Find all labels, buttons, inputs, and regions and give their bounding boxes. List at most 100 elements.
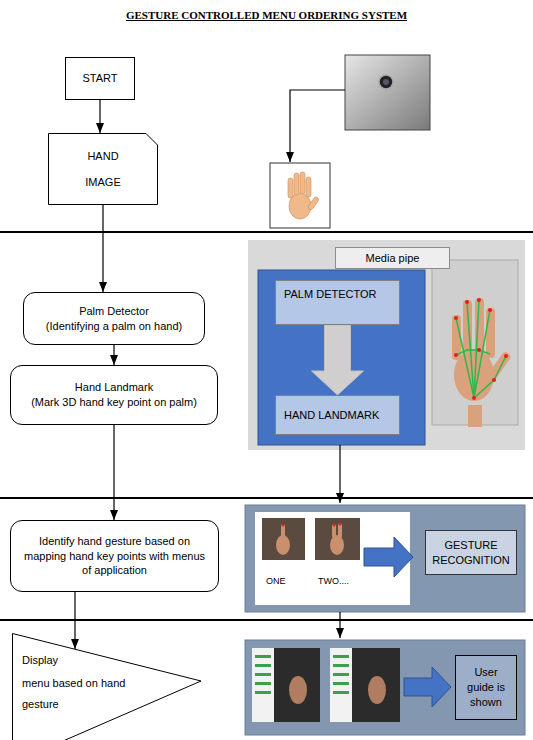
gesture-panel (245, 505, 525, 612)
process-box: Identify hand gesture based on mapping h… (10, 520, 219, 592)
landmark-dot (454, 316, 458, 320)
flow-block-arrow (404, 667, 451, 707)
screenshot-menu-items (255, 655, 271, 694)
node-label: GESTURE RECOGNITION (430, 538, 512, 568)
display-panel (245, 640, 525, 735)
landmark-dot (333, 524, 336, 527)
menu-item (255, 655, 271, 658)
flow-arrow (113, 345, 114, 365)
webcam-photo (345, 55, 430, 130)
node-label: START (82, 71, 117, 86)
hand-picture-frame (270, 163, 330, 228)
menu-item (255, 682, 271, 685)
menu-item (333, 655, 349, 658)
section-divider (0, 231, 533, 233)
display-triangle: Display menu based on hand gesture (12, 633, 202, 740)
landmark-photo (432, 260, 518, 425)
mediapipe-blue-box (258, 270, 425, 445)
node-label: User guide is shown (460, 665, 512, 710)
screenshot-menu (330, 648, 352, 722)
mediapipe-panel (248, 240, 525, 450)
image-caption: TWO.... (318, 576, 349, 586)
hand-finger (306, 177, 311, 197)
menu-item (255, 691, 271, 694)
camera-arrow (290, 90, 345, 162)
screenshot (330, 648, 400, 722)
flow-arrow (74, 592, 75, 649)
section-divider (0, 497, 533, 499)
screenshot-person (368, 676, 386, 704)
landmark-dot (472, 396, 476, 400)
process-box: Palm Detector(Identifying a palm on hand… (23, 292, 205, 345)
flow-arrow (113, 425, 114, 520)
landmark-dot (339, 523, 342, 526)
flow-arrow (102, 205, 103, 292)
landmark-dot (477, 298, 481, 302)
output-box: User guide is shown (455, 655, 517, 720)
menu-item (333, 664, 349, 667)
landmark-dot (282, 524, 285, 527)
hand-thumb (485, 351, 512, 384)
landmark-dot (454, 353, 458, 357)
hand-finger (486, 308, 495, 358)
screenshot (252, 648, 320, 722)
hand-finger (300, 172, 305, 194)
recognition-box: GESTURE RECOGNITION (425, 530, 517, 575)
step-description: (Identifying a palm on hand) (46, 319, 182, 334)
mediapipe-step-box: PALM DETECTOR (275, 280, 400, 325)
gesture-finger (338, 523, 342, 538)
gesture-finger (281, 524, 285, 538)
mediapipe-step-box: HAND LANDMARK (275, 395, 400, 435)
menu-item (255, 673, 271, 676)
gesture-finger (332, 524, 336, 538)
landmark-line (474, 356, 506, 398)
mediapipe-label-box: Media pipe (335, 247, 450, 269)
node-description: menu based on hand gesture (22, 673, 132, 715)
menu-item (333, 691, 349, 694)
start-box: START (65, 57, 135, 100)
section-divider (0, 619, 533, 621)
card-shape (49, 134, 158, 205)
triangle-shape (13, 634, 202, 740)
landmark-dot (477, 348, 481, 352)
gesture-photo (315, 518, 360, 560)
landmark-points (454, 298, 508, 400)
screenshot-menu-items (333, 655, 349, 694)
landmark-dot (488, 308, 492, 312)
node-label: Media pipe (366, 251, 420, 266)
hand-wrist (468, 405, 482, 427)
node-label: HAND LANDMARK (284, 408, 379, 423)
card-outline (48, 133, 158, 205)
process-box: Hand Landmark(Mark 3D hand key point on … (10, 365, 218, 425)
block-arrow-connector (312, 325, 364, 395)
menu-item (333, 682, 349, 685)
image-caption: ONE (266, 576, 286, 586)
webcam-lens (379, 75, 393, 89)
node-heading: Display (22, 653, 58, 668)
gesture-hand (330, 535, 344, 555)
screenshot-person (289, 676, 307, 704)
step-description: (Mark 3D hand key point on palm) (31, 395, 197, 410)
landmark-dot (492, 378, 496, 382)
node-label: HAND IMAGE (85, 143, 120, 196)
step-heading: Hand Landmark (75, 380, 153, 395)
landmark-line (456, 350, 490, 355)
landmark-dot (465, 300, 469, 304)
node-label: Identify hand gesture based on mapping h… (21, 534, 208, 579)
landmark-hand (452, 298, 512, 427)
panel-arrow (339, 612, 340, 638)
diagram-title: GESTURE CONTROLLED MENU ORDERING SYSTEM (0, 9, 533, 21)
webcam-lens-inner (383, 79, 389, 85)
hand-finger (294, 173, 299, 195)
gesture-photo (262, 518, 305, 560)
panel-arrow (339, 445, 340, 503)
input-card: HAND IMAGE (48, 133, 158, 205)
hand-finger (288, 178, 293, 198)
menu-item (255, 664, 271, 667)
flow-block-arrow (364, 537, 413, 577)
menu-item (333, 673, 349, 676)
hand-thumb (307, 196, 319, 210)
node-label: PALM DETECTOR (284, 287, 377, 302)
